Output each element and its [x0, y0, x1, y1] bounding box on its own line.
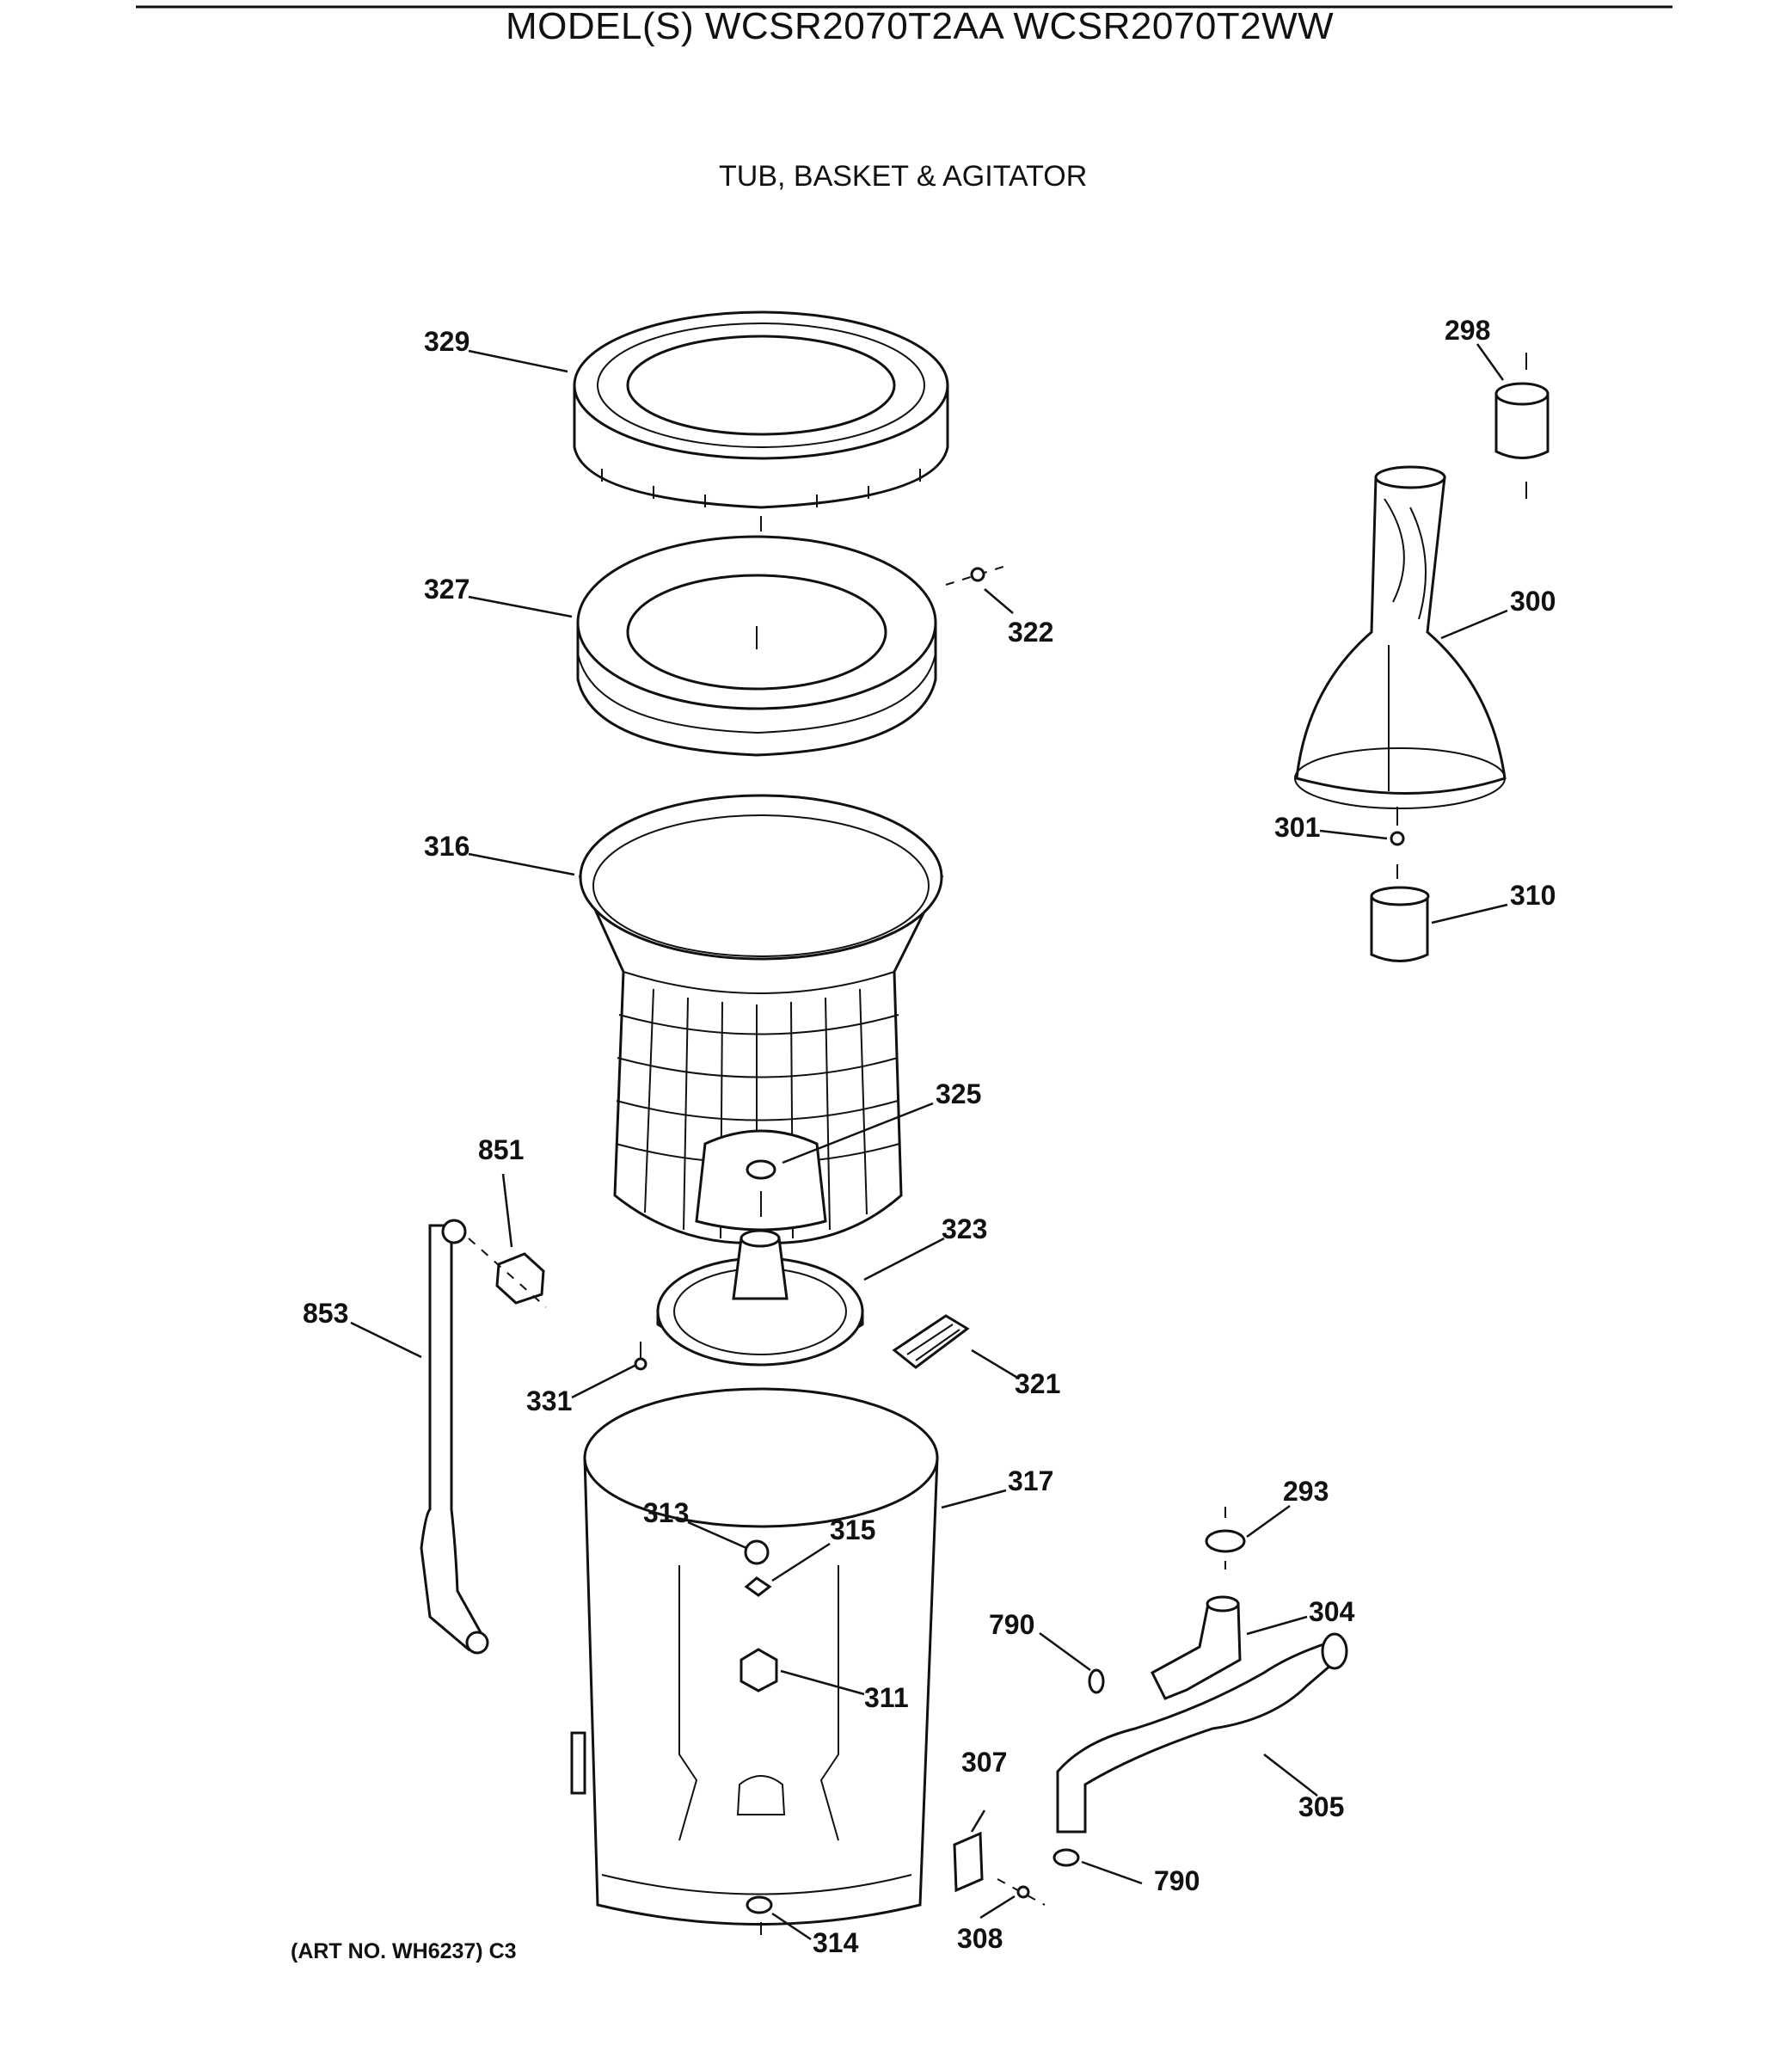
- bearing-311: [740, 1648, 778, 1692]
- seal-314: [746, 1895, 773, 1935]
- part-label-325: 325: [936, 1078, 981, 1109]
- model-title: MODEL(S) WCSR2070T2AA WCSR2070T2WW: [506, 5, 1335, 47]
- overflow-tube-853: [420, 1219, 489, 1655]
- screw-331: [634, 1342, 647, 1371]
- agitator-cap-298: [1494, 353, 1550, 499]
- nut-851: [468, 1238, 547, 1308]
- screw-301: [1390, 807, 1405, 879]
- part-label-307: 307: [961, 1747, 1007, 1778]
- part-label-322: 322: [1008, 617, 1053, 648]
- part-label-314: 314: [813, 1927, 859, 1958]
- agitator-300: [1294, 465, 1507, 809]
- part-label-851: 851: [478, 1134, 524, 1165]
- cam-310: [1370, 886, 1430, 962]
- section-title: TUB, BASKET & AGITATOR: [719, 160, 1088, 193]
- part-label-853: 853: [303, 1298, 348, 1329]
- part-label-315: 315: [830, 1514, 875, 1545]
- washer-315: [744, 1576, 772, 1597]
- basket-316: [578, 794, 944, 1244]
- part-label-321: 321: [1015, 1368, 1060, 1399]
- part-label-331: 331: [526, 1385, 572, 1416]
- hose-304: [1151, 1595, 1242, 1700]
- filter-321: [892, 1314, 970, 1369]
- part-label-313: 313: [643, 1497, 689, 1528]
- bracket-307: [953, 1831, 984, 1893]
- clip-790a: [1088, 1668, 1105, 1694]
- part-label-305: 305: [1298, 1791, 1344, 1822]
- part-label-298: 298: [1445, 315, 1490, 346]
- part-label-310: 310: [1510, 880, 1556, 911]
- part-label-308: 308: [957, 1923, 1003, 1954]
- part-label-300: 300: [1510, 586, 1556, 617]
- part-label-311: 311: [864, 1682, 909, 1713]
- part-label-329: 329: [424, 326, 469, 357]
- clamp-293: [1205, 1507, 1246, 1570]
- part-label-790-top: 790: [989, 1609, 1034, 1640]
- part-label-323: 323: [942, 1213, 987, 1244]
- clip-790b: [1052, 1848, 1080, 1867]
- drain-hose-305: [1056, 1632, 1348, 1834]
- part-label-293: 293: [1283, 1476, 1329, 1507]
- part-label-301: 301: [1274, 812, 1320, 843]
- part-label-316: 316: [424, 831, 469, 862]
- leader-lines: [350, 343, 1508, 1941]
- screw-308: [997, 1878, 1046, 1906]
- nut-313: [744, 1539, 770, 1565]
- part-label-317: 317: [1008, 1465, 1053, 1496]
- part-label-790-bottom: 790: [1154, 1865, 1200, 1896]
- screw-322: [945, 565, 1007, 586]
- tub-ring-327: [576, 535, 937, 757]
- art-number: (ART NO. WH6237) C3: [291, 1939, 517, 1963]
- part-label-327: 327: [424, 574, 469, 605]
- tub-cover-329: [573, 310, 949, 509]
- hub-323: [656, 1229, 864, 1367]
- outer-tub-317: [570, 1387, 939, 1926]
- part-label-304: 304: [1309, 1596, 1355, 1627]
